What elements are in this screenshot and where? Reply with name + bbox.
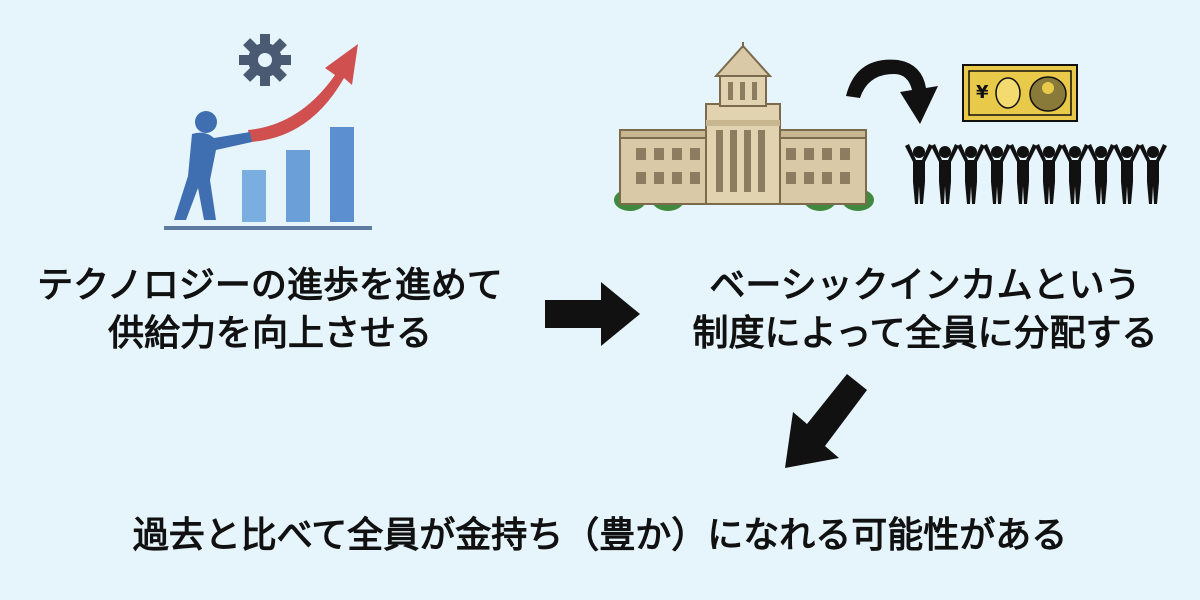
step3-text: 過去と比べて全員が金持ち（豊か）になれる可能性がある	[132, 515, 1068, 556]
chart-bar	[286, 150, 310, 222]
person-figure-icon	[1061, 144, 1089, 204]
step2-line1: ベーシックインカムという	[709, 265, 1141, 306]
person-figure-icon	[1113, 144, 1141, 204]
gear-icon	[239, 34, 291, 86]
chart-bar	[330, 127, 354, 222]
person-figure-icon	[905, 144, 933, 204]
down-left-arrow-icon	[775, 372, 870, 472]
step2-line2: 制度によって全員に分配する	[692, 313, 1158, 354]
curved-arrow-icon	[842, 52, 940, 128]
trend-arrow-icon	[248, 44, 358, 142]
chart-bar	[242, 170, 266, 222]
step2-caption: ベーシックインカムという 制度によって全員に分配する	[665, 262, 1185, 358]
person-figure-icon	[931, 144, 959, 204]
person-figure-icon	[1139, 144, 1167, 204]
yen-banknote-icon: ¥	[962, 64, 1078, 122]
step3-caption: 過去と比べて全員が金持ち（豊か）になれる可能性がある	[40, 512, 1160, 560]
person-figure-icon	[957, 144, 985, 204]
person-figure-icon	[1035, 144, 1063, 204]
person-figure-icon	[983, 144, 1011, 204]
person-figure-icon	[1087, 144, 1115, 204]
right-arrow-icon	[545, 282, 640, 346]
person-figure-icon	[1009, 144, 1037, 204]
svg-text:¥: ¥	[976, 82, 989, 103]
parliament-building-icon	[612, 42, 874, 212]
step1-caption: テクノロジーの進歩を進めて 供給力を向上させる	[20, 262, 520, 358]
growth-illustration	[150, 30, 380, 240]
people-crowd-icon	[905, 140, 1173, 206]
step1-line1: テクノロジーの進歩を進めて	[37, 265, 503, 306]
step1-line2: 供給力を向上させる	[107, 313, 432, 354]
person-icon	[174, 111, 252, 220]
